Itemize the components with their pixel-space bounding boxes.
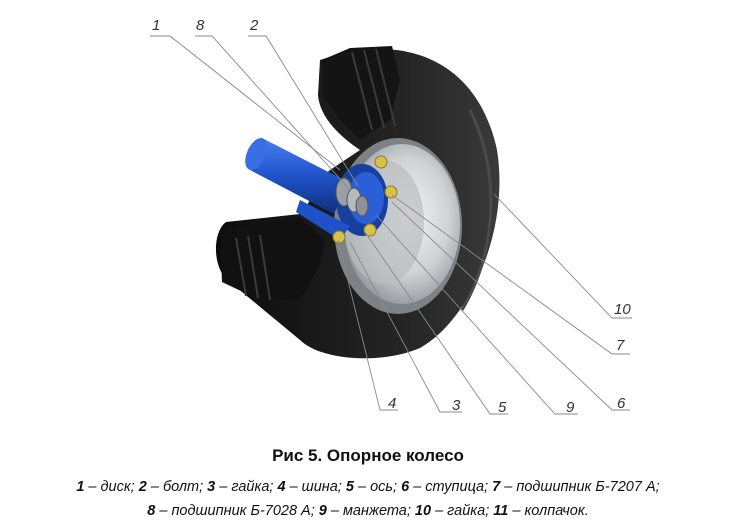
- callout-2: 2: [249, 17, 259, 34]
- callout-7: 7: [616, 337, 625, 354]
- callout-8: 8: [196, 17, 205, 34]
- legend-item: 11 – колпачок.: [493, 503, 589, 519]
- wheel-illustration: 1 8 2 10 7 4 3 5 9 6: [150, 17, 632, 416]
- legend-item: 6 – ступица;: [401, 479, 493, 495]
- callout-labels: 1 8 2 10 7 4 3 5 9 6: [152, 17, 631, 416]
- callout-5: 5: [498, 399, 507, 416]
- wheel-nuts: [332, 155, 398, 244]
- callout-3: 3: [452, 397, 461, 414]
- figure-caption: Рис 5. Опорное колесо: [272, 446, 464, 465]
- legend-item: 4 – шина;: [277, 479, 346, 495]
- callout-4: 4: [388, 395, 396, 412]
- callout-10: 10: [614, 301, 631, 318]
- legend-item: 2 – болт;: [138, 479, 208, 495]
- legend-item: 5 – ось;: [345, 479, 402, 495]
- leader-lines: [150, 35, 632, 415]
- callout-6: 6: [617, 395, 626, 412]
- legend-item: 8 – подшипник Б-7028 А;: [147, 503, 319, 519]
- bearings: [335, 177, 369, 217]
- legend-line-1: 1 – диск; 2 – болт; 3 – гайка; 4 – шина;…: [0, 479, 736, 495]
- legend-item: 9 – манжета;: [318, 503, 415, 519]
- legend-item: 10 – гайка;: [414, 503, 494, 519]
- axle: [245, 138, 350, 240]
- legend-line-2: 8 – подшипник Б-7028 А; 9 – манжета; 10 …: [0, 503, 736, 519]
- legend-item: 7 – подшипник Б-7207 А;: [492, 479, 660, 495]
- callout-1: 1: [152, 17, 160, 34]
- callout-9: 9: [566, 399, 575, 416]
- legend-item: 1 – диск;: [76, 479, 139, 495]
- legend-item: 3 – гайка;: [207, 479, 278, 495]
